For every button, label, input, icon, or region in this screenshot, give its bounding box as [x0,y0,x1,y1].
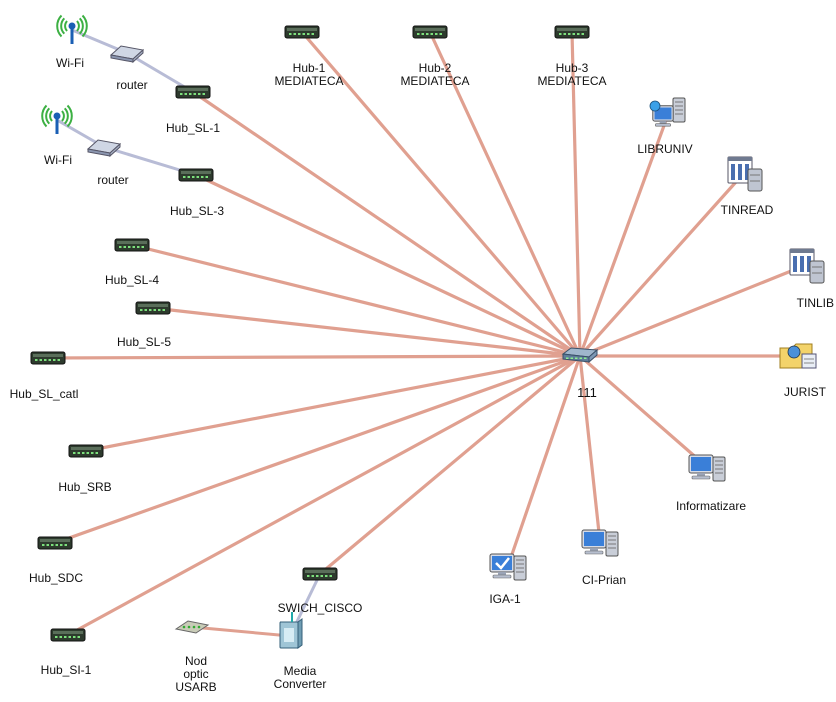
label-hub-si-1: Hub_SI-1 [40,663,92,677]
label-hub-3: Hub-3 MEDIATECA [537,61,607,88]
link-hub-sl-5 [151,306,582,358]
label-swich-cisco: SWICH_CISCO [277,601,363,615]
node-hub-si-1-hub-icon[interactable] [50,628,86,642]
label-libruniv: LIBRUNIV [637,142,693,156]
node-jurist-folder-server-icon[interactable] [779,343,817,369]
label-center: 111 [577,385,597,400]
node-router-1-router-icon[interactable] [109,45,145,64]
label-hub-sl-5: Hub_SL-5 [116,335,172,349]
label-media-converter: Media Converter [273,664,327,691]
node-hub-sdc-hub-icon[interactable] [37,536,73,550]
link-hub-1 [300,30,582,358]
node-iga-1-workstation-check-icon[interactable] [489,553,527,581]
label-hub-sl-4: Hub_SL-4 [104,273,160,287]
label-router-1: router [116,78,148,92]
label-hub-sl-1: Hub_SL-1 [165,121,221,135]
link-libruniv [578,110,671,358]
node-tinlib-server-icon[interactable] [789,248,825,284]
link-hub-3 [570,30,582,358]
node-hub-sl-3-hub-icon[interactable] [178,168,214,182]
node-hub-1-hub-icon[interactable] [284,25,320,39]
node-hub-sl-1-hub-icon[interactable] [175,85,211,99]
link-hub-sl-3 [194,173,582,358]
label-wifi-1: Wi-Fi [56,56,84,70]
node-libruniv-network-server-icon[interactable] [649,97,686,127]
node-hub-srb-hub-icon[interactable] [68,444,104,458]
node-wifi-1-wifi-antenna-icon[interactable] [56,14,88,45]
node-hub-2-hub-icon[interactable] [412,25,448,39]
link-hub-sl-catl [46,354,582,360]
node-wifi-2-wifi-antenna-icon[interactable] [41,104,73,135]
label-informatizare: Informatizare [675,499,747,513]
link-hub-srb [84,354,582,453]
link-informatizare [578,354,709,469]
link-tinlib [578,263,808,358]
label-ci-prian: CI-Prian [581,573,627,587]
node-layer [30,14,825,649]
link-nod-optic-media-converter [190,625,292,638]
label-hub-sl-catl: Hub_SL_catl [9,387,79,401]
node-center-switch-icon[interactable] [561,347,599,364]
label-jurist: JURIST [784,385,826,399]
link-swich-cisco [318,354,582,576]
node-media-converter-media-converter-icon[interactable] [279,612,303,649]
link-hub-sl-1 [191,90,582,358]
node-hub-sl-5-hub-icon[interactable] [135,301,171,315]
label-hub-sdc: Hub_SDC [28,571,84,585]
link-tinread [578,171,746,358]
label-nod-optic: Nod optic USARB [175,654,217,694]
label-hub-srb: Hub_SRB [58,480,112,494]
node-hub-sl-catl-hub-icon[interactable] [30,351,66,365]
link-ci-prian [578,354,602,544]
label-hub-1: Hub-1 MEDIATECA [274,61,344,88]
label-router-2: router [97,173,129,187]
node-router-2-router-icon[interactable] [86,139,122,158]
node-informatizare-workstation-icon[interactable] [688,454,726,482]
link-hub-sdc [53,354,582,545]
node-hub-3-hub-icon[interactable] [554,25,590,39]
link-iga-1 [506,354,582,568]
label-tinread: TINREAD [720,203,774,217]
label-hub-2: Hub-2 MEDIATECA [400,61,470,88]
label-wifi-2: Wi-Fi [44,153,72,167]
link-hub-si-1 [66,354,582,637]
label-iga-1: IGA-1 [489,592,521,606]
link-hub-2 [428,30,582,358]
link-layer [46,28,808,638]
link-hub-sl-4 [130,243,582,358]
node-hub-sl-4-hub-icon[interactable] [114,238,150,252]
node-nod-optic-optic-node-icon[interactable] [174,620,210,634]
node-ci-prian-workstation-icon[interactable] [581,529,619,557]
node-tinread-server-icon[interactable] [727,156,763,192]
label-tinlib: TINLIB [796,296,834,310]
node-swich-cisco-hub-icon[interactable] [302,567,338,581]
label-hub-sl-3: Hub_SL-3 [169,204,225,218]
